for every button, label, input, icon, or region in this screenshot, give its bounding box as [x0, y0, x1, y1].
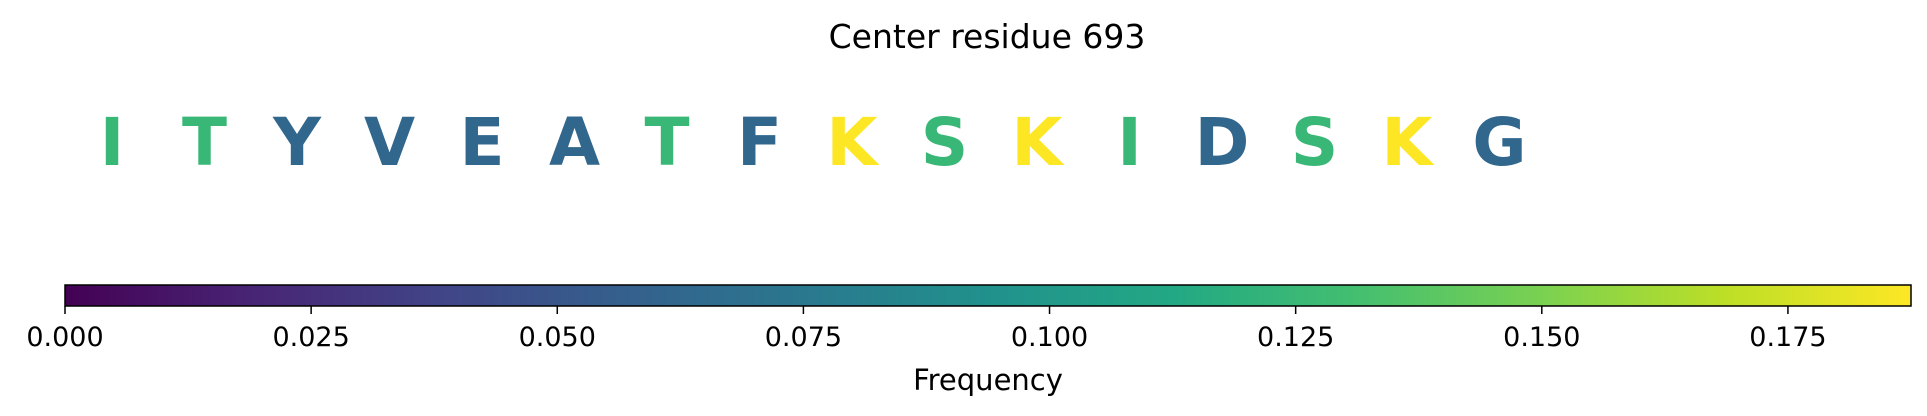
residue-letter: D	[1195, 104, 1250, 181]
residue-letter: F	[737, 104, 782, 181]
residue-letter: Y	[272, 104, 322, 181]
residue-letter: T	[182, 104, 227, 181]
residue-letter: I	[1117, 104, 1142, 181]
residue-letter: S	[1291, 104, 1339, 181]
residue-letter: S	[921, 104, 969, 181]
chart-title: Center residue 693	[829, 17, 1146, 56]
residue-letter: K	[1381, 104, 1435, 181]
colorbar-tick-label: 0.150	[1503, 322, 1580, 353]
colorbar-label: Frequency	[913, 363, 1063, 397]
colorbar-tick-label: 0.125	[1257, 322, 1334, 353]
colorbar-ticks: 0.000 0.025 0.050 0.075 0.100 0.125 0.150 0.175	[26, 306, 1827, 353]
colorbar-tick-label: 0.100	[1011, 322, 1088, 353]
residue-letter: T	[644, 104, 689, 181]
residue-letter: G	[1472, 104, 1526, 181]
residue-letter: E	[459, 104, 504, 181]
residue-letter: I	[100, 104, 125, 181]
colorbar-tick-label: 0.050	[519, 322, 596, 353]
residue-letter: A	[549, 104, 600, 181]
colorbar-tick-label: 0.075	[765, 322, 842, 353]
colorbar-gradient	[64, 284, 1912, 307]
colorbar-tick-label: 0.025	[272, 322, 349, 353]
colorbar-tick-label: 0.175	[1749, 322, 1826, 353]
residue-letter: K	[1011, 104, 1065, 181]
colorbar-tick-label: 0.000	[26, 322, 103, 353]
residue-letter: K	[826, 104, 880, 181]
residue-letter: V	[364, 104, 415, 181]
colorbar: 0.000 0.025 0.050 0.075 0.100 0.125 0.150 0.175	[26, 284, 1912, 353]
